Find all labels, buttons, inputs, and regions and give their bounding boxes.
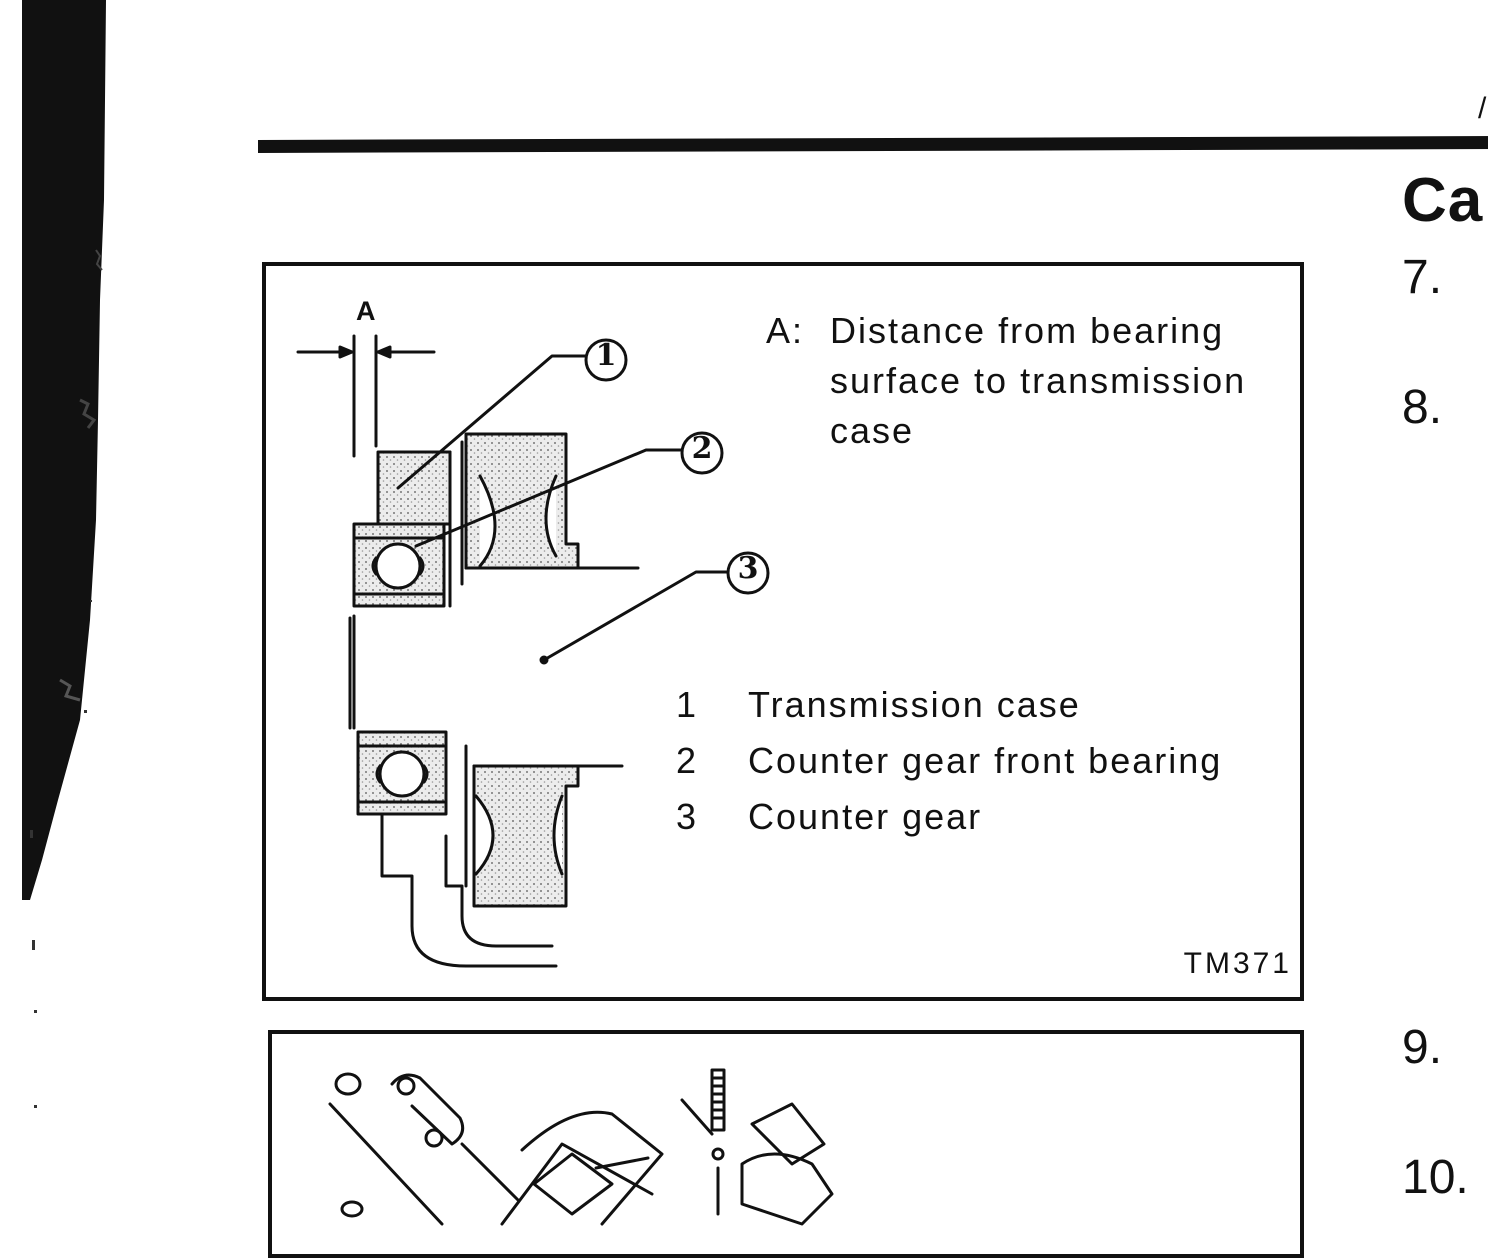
step-number: 9. <box>1402 1021 1443 1074</box>
legend-number: 3 <box>676 796 699 837</box>
dimension-note-key: A: <box>766 310 805 351</box>
shift-linkage-figure <box>268 1030 1304 1258</box>
legend-label: Transmission case <box>748 684 1081 725</box>
corner-mark: / <box>1478 92 1487 125</box>
callout-2: 2 <box>691 431 713 466</box>
legend-label: Counter gear front bearing <box>748 740 1223 781</box>
step-number: 10. <box>1402 1151 1469 1204</box>
bearing-clearance-figure: A 1 2 3 A: Distance from bearing surface… <box>262 262 1304 1001</box>
legend-number: 1 <box>676 684 699 725</box>
dimension-note-text: Distance from bearing surface to transmi… <box>830 310 1247 451</box>
section-heading: Ca <box>1402 166 1484 235</box>
shift-linkage-drawing <box>328 1068 834 1226</box>
step-number: 7. <box>1402 251 1443 304</box>
top-rule <box>258 136 1488 153</box>
dimension-label: A <box>356 296 376 326</box>
figure-code: TM371 <box>1183 947 1292 980</box>
step-number: 8. <box>1402 381 1443 434</box>
legend-number: 2 <box>676 740 699 781</box>
legend-label: Counter gear <box>748 796 983 837</box>
callout-1: 1 <box>595 338 617 373</box>
scan-binding-edge <box>22 0 106 1108</box>
callout-3: 3 <box>737 551 759 586</box>
bearing-cross-section-drawing <box>296 334 770 968</box>
